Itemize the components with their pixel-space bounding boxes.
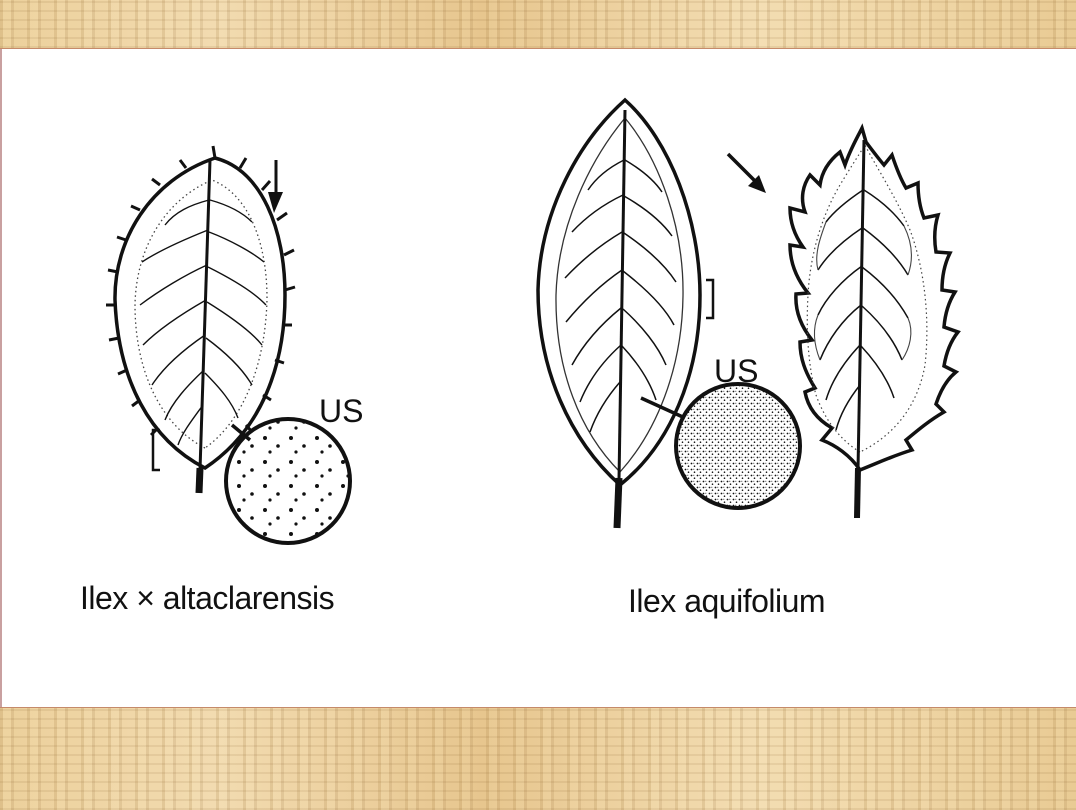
caption-aquifolium: Ilex aquifolium — [628, 583, 825, 620]
caption-altaclarensis: Ilex × altaclarensis — [80, 580, 334, 617]
label-us-right: US — [714, 353, 758, 389]
label-us-left: US — [319, 393, 363, 429]
